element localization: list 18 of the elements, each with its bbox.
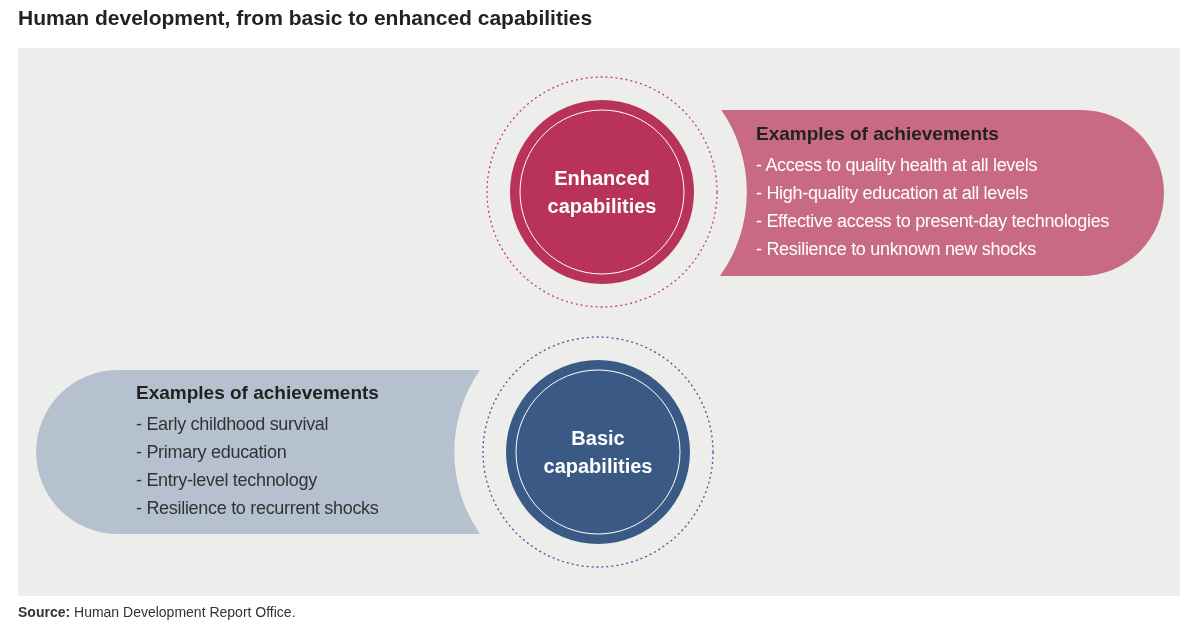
list-item: - Early childhood survival — [136, 413, 329, 436]
list-item: - Effective access to present-day technologies — [756, 210, 1110, 233]
achievements-panel — [36, 370, 480, 534]
capability-circle — [485, 75, 719, 309]
list-item: - Resilience to recurrent shocks — [136, 497, 379, 520]
list-item: - Primary education — [136, 441, 287, 464]
achievements-panel — [720, 110, 1164, 276]
circle-label: Enhanced capabilities — [546, 166, 658, 219]
list-item: - Entry-level technology — [136, 469, 317, 492]
circle-label: Basic capabilities — [542, 426, 654, 479]
diagram-title: Human development, from basic to enhanced capabilities — [18, 6, 593, 30]
list-item: - High-quality education at all levels — [756, 182, 1028, 205]
list-item: - Access to quality health at all levels — [756, 154, 1038, 177]
panel-heading: Examples of achievements — [756, 123, 999, 145]
panel-heading: Examples of achievements — [136, 382, 379, 404]
capability-circle — [481, 335, 715, 569]
list-item: - Resilience to unknown new shocks — [756, 238, 1036, 261]
source-note: Source: Human Development Report Office. — [18, 604, 296, 620]
